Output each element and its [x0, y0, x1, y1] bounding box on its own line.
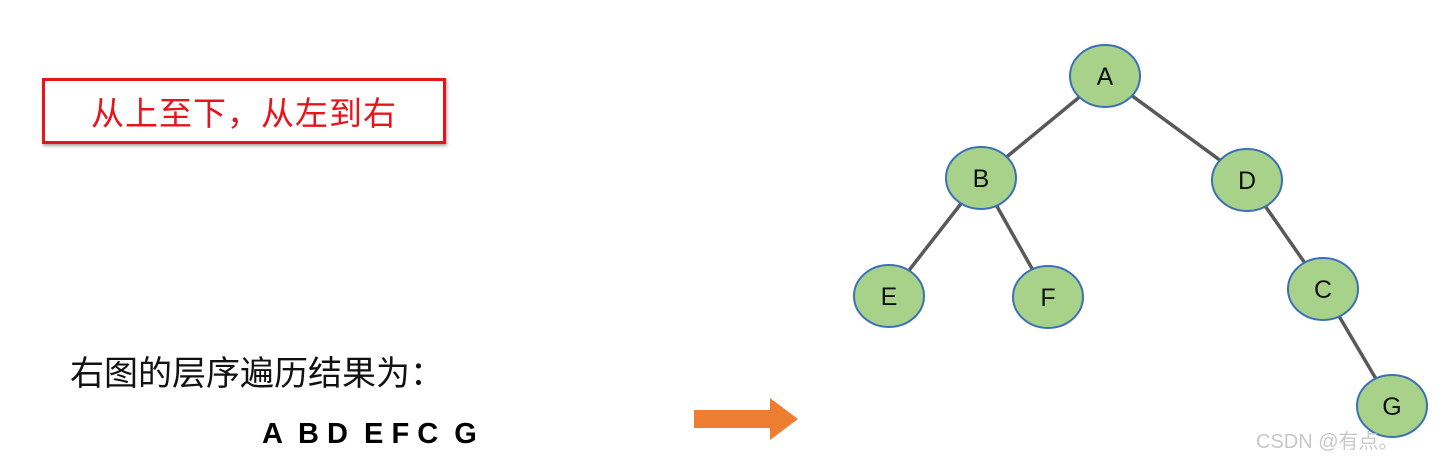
watermark-text: CSDN @有点。 [1256, 431, 1399, 453]
rule-text: 从上至下，从左到右 [91, 94, 397, 133]
node-label: C [1314, 276, 1332, 304]
node-circle [945, 146, 1017, 210]
node-label: E [881, 283, 898, 311]
tree-node-C: C [1287, 257, 1359, 321]
node-circle [1356, 374, 1428, 438]
tree-node-G: G [1356, 374, 1428, 438]
node-label: B [973, 165, 990, 193]
node-label: D [1238, 167, 1256, 195]
right-arrow-icon [694, 398, 798, 440]
rule-box: 从上至下，从左到右 [42, 78, 446, 144]
tree-node-F: F [1012, 265, 1084, 329]
node-label: G [1382, 393, 1401, 421]
traversal-result: A B D E F C G [262, 418, 477, 450]
tree-node-E: E [853, 264, 925, 328]
caption-text: 右图的层序遍历结果为： [70, 354, 444, 394]
node-circle [1012, 265, 1084, 329]
node-label: F [1040, 284, 1055, 312]
node-circle [853, 264, 925, 328]
tree-node-D: D [1211, 148, 1283, 212]
node-circle [1069, 44, 1141, 108]
tree-node-A: A [1069, 44, 1141, 108]
tree-node-B: B [945, 146, 1017, 210]
node-circle [1211, 148, 1283, 212]
node-circle [1287, 257, 1359, 321]
node-label: A [1097, 63, 1114, 91]
